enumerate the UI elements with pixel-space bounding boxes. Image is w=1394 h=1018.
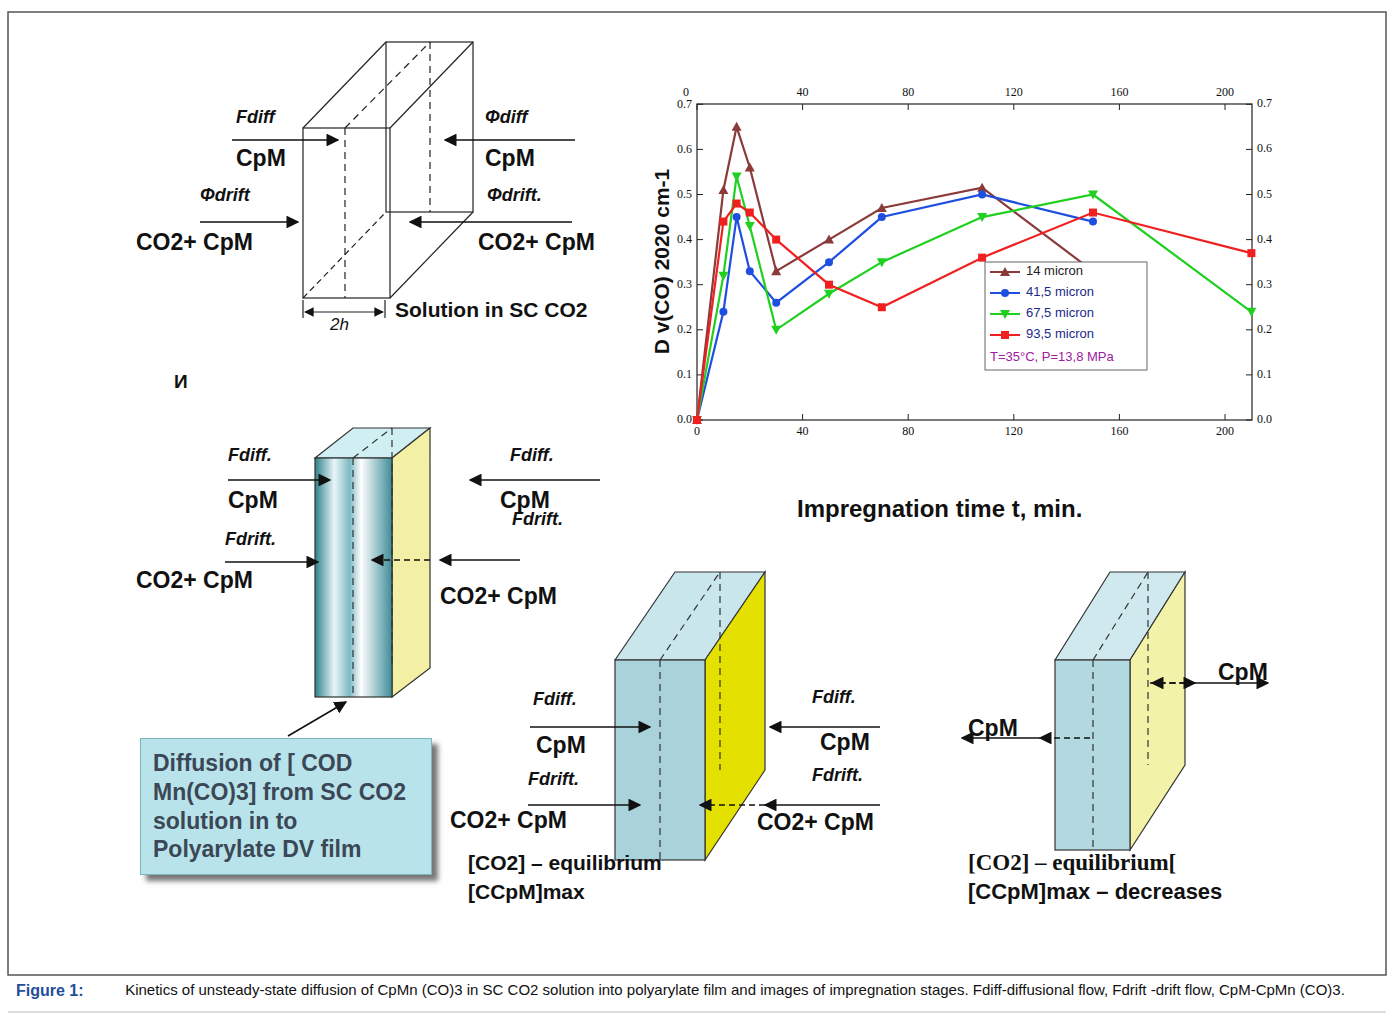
- tick-label: 0.5: [1257, 188, 1272, 201]
- chart-frame: [697, 104, 1252, 420]
- tick-label: 0.7: [1257, 97, 1272, 110]
- tick-label: 80: [902, 86, 914, 99]
- film-cuboid: [615, 572, 765, 860]
- tick-label: 200: [1216, 86, 1234, 99]
- flow-label: Fdrift.: [225, 530, 276, 550]
- flow-arrows: [200, 140, 1268, 805]
- tick-label: 0.2: [677, 323, 692, 336]
- tick-label: 80: [902, 425, 914, 438]
- flow-label: CO2+ CpM: [440, 584, 557, 609]
- flow-label: CO2+ CpM: [136, 568, 253, 593]
- legend-note: T=35°C, P=13,8 MPa: [990, 350, 1114, 364]
- flow-label: CpM: [820, 730, 870, 755]
- tick-label: 0.7: [677, 98, 692, 111]
- legend-sample: [990, 289, 1020, 297]
- flow-label: И: [174, 372, 188, 393]
- tick-label: 0.0: [677, 413, 692, 426]
- callout-text: Diffusion of [ COD Mn(CO)3] from SC CO2 …: [153, 749, 419, 864]
- flow-label: [CCpM]max: [468, 880, 585, 903]
- flow-label: CO2+ CpM: [757, 810, 874, 835]
- flow-label: [CO2] – equilibrium: [468, 851, 662, 874]
- tick-label: 40: [797, 86, 809, 99]
- tick-label: 0.4: [677, 233, 692, 246]
- flow-label: 2h: [330, 316, 349, 335]
- flow-label: Φdiff: [485, 108, 527, 128]
- figure-label: Figure 1:: [16, 982, 84, 1000]
- chart-ticks: [697, 104, 1252, 420]
- flow-label: CpM: [968, 716, 1018, 741]
- tick-label: 160: [1110, 86, 1128, 99]
- legend-box: [985, 262, 1147, 370]
- film-cuboid: [1055, 572, 1185, 850]
- figure-caption: Kinetics of unsteady-state diffusion of …: [100, 982, 1370, 999]
- tick-label: 0: [683, 86, 689, 99]
- legend-sample: [990, 310, 1020, 319]
- chart-series: [692, 122, 1256, 425]
- flow-label: CpM: [485, 146, 535, 171]
- axis-title: D v(CO) 2020 cm-1: [650, 169, 673, 355]
- flow-label: CO2+ CpM: [136, 230, 253, 255]
- flow-label: Fdiff.: [228, 446, 272, 466]
- tick-label: 0.1: [677, 368, 692, 381]
- flow-label: CpM: [536, 733, 586, 758]
- flow-label: [CO2] – equilibrium[: [968, 850, 1176, 875]
- tick-label: 40: [797, 425, 809, 438]
- tick-label: 0.3: [677, 278, 692, 291]
- tick-label: 0.6: [677, 143, 692, 156]
- wire-cuboid: [303, 42, 473, 318]
- callout-box: Diffusion of [ COD Mn(CO)3] from SC CO2 …: [140, 738, 432, 875]
- tick-label: 120: [1005, 425, 1023, 438]
- flow-label: Fdrift.: [812, 766, 863, 786]
- tick-label: 0.4: [1257, 233, 1272, 246]
- tick-label: 0.5: [677, 188, 692, 201]
- flow-label: Φdrift.: [487, 186, 542, 206]
- legend-text: 67,5 micron: [1026, 306, 1094, 320]
- flow-label: CpM: [1218, 660, 1268, 685]
- tick-label: 0.0: [1257, 413, 1272, 426]
- legend-sample: [990, 267, 1020, 276]
- axis-title: Impregnation time t, min.: [797, 496, 1082, 522]
- flow-label: CpM: [236, 146, 286, 171]
- tick-label: 200: [1216, 425, 1234, 438]
- flow-label: Fdrift.: [528, 770, 579, 790]
- tick-label: 0.6: [1257, 142, 1272, 155]
- flow-label: CO2+ CpM: [450, 808, 567, 833]
- tick-label: 120: [1005, 86, 1023, 99]
- flow-label: CpM: [228, 488, 278, 513]
- flow-label: Fdiff: [236, 108, 275, 128]
- flow-label: Solution in SC CO2: [395, 298, 588, 321]
- film-cuboid: [315, 428, 430, 697]
- legend-text: 41,5 micron: [1026, 285, 1094, 299]
- tick-label: 0.2: [1257, 323, 1272, 336]
- figure-frame: [8, 12, 1386, 975]
- caption-rule: [8, 1012, 1386, 1013]
- legend-text: 14 micron: [1026, 264, 1083, 278]
- flow-label: Φdrift: [200, 186, 250, 206]
- flow-label: Fdiff.: [533, 690, 577, 710]
- tick-label: 0.3: [1257, 278, 1272, 291]
- flow-label: [CCpM]max – decreases: [968, 880, 1222, 904]
- legend-text: 93,5 micron: [1026, 327, 1094, 341]
- tick-label: 0.1: [1257, 368, 1272, 381]
- flow-label: CO2+ CpM: [478, 230, 595, 255]
- tick-label: 0: [694, 425, 700, 438]
- flow-label: Fdrift.: [512, 510, 563, 530]
- flow-label: Fdiff.: [812, 688, 856, 708]
- tick-label: 160: [1110, 425, 1128, 438]
- legend-sample: [990, 331, 1020, 339]
- flow-label: Fdiff.: [510, 446, 554, 466]
